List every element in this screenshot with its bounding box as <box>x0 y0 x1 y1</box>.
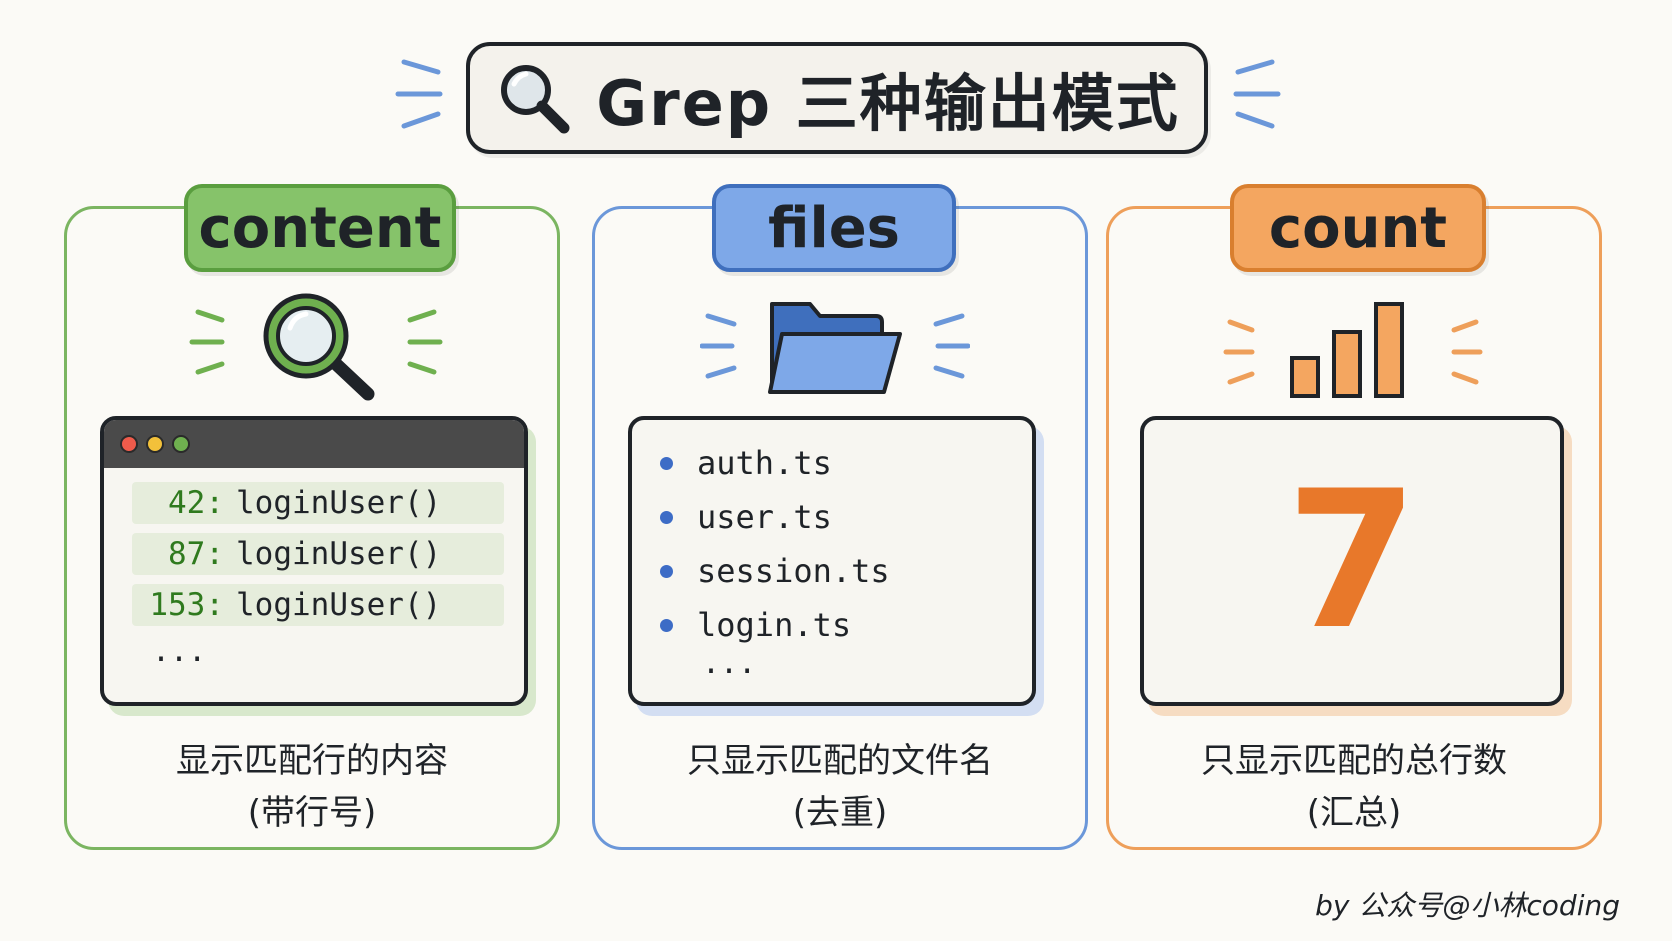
match-line: 153: loginUser() <box>132 584 504 626</box>
file-name: auth.ts <box>697 444 832 482</box>
count-desc-line2: (汇总) <box>1306 793 1402 833</box>
folder-icon <box>700 302 970 394</box>
page-title: Grep 三种输出模式 <box>596 67 1180 140</box>
bullet-icon <box>660 456 673 470</box>
magnifier-icon <box>501 65 570 134</box>
count-desc-line1: 只显示匹配的总行数 <box>1201 741 1507 781</box>
bullet-icon <box>660 510 673 524</box>
bullet-icon <box>660 618 673 632</box>
terminal-title-bar <box>104 420 524 468</box>
match-line: 42: loginUser() <box>132 482 504 524</box>
files-label: files <box>712 184 956 272</box>
file-item: auth.ts <box>660 444 832 482</box>
minimize-dot-icon <box>146 435 164 453</box>
content-description: 显示匹配行的内容 (带行号) <box>64 735 560 839</box>
close-dot-icon <box>120 435 138 453</box>
count-label: count <box>1230 184 1486 272</box>
line-number: 153: <box>149 587 224 623</box>
bullet-icon <box>660 564 673 578</box>
files-desc-line1: 只显示匹配的文件名 <box>687 741 993 781</box>
file-name: user.ts <box>697 498 832 536</box>
line-number: 42: <box>168 485 224 521</box>
line-code: loginUser() <box>236 587 442 623</box>
title-dashes-left <box>395 59 443 129</box>
count-description: 只显示匹配的总行数 (汇总) <box>1106 735 1602 839</box>
match-line: 87: loginUser() <box>132 533 504 575</box>
magnifier-icon <box>189 293 443 401</box>
count-number: 7 <box>1285 450 1419 671</box>
files-description: 只显示匹配的文件名 (去重) <box>592 735 1088 839</box>
line-code: loginUser() <box>236 485 442 521</box>
file-name: session.ts <box>697 552 890 590</box>
files-ellipsis: ... <box>702 646 757 681</box>
content-label: content <box>184 184 456 272</box>
file-item: session.ts <box>660 552 890 590</box>
content-desc-line1: 显示匹配行的内容 <box>176 741 448 781</box>
terminal-ellipsis: ... <box>152 634 207 669</box>
file-item: user.ts <box>660 498 832 536</box>
file-name: login.ts <box>697 606 852 644</box>
files-desc-line2: (去重) <box>792 793 888 833</box>
file-list: auth.ts user.ts session.ts login.ts ... <box>628 416 1036 706</box>
title-box: Grep 三种输出模式 <box>466 42 1208 154</box>
bar-chart-icon <box>1223 302 1483 398</box>
author-credit: by 公众号@小林coding <box>1315 889 1620 922</box>
file-item: login.ts <box>660 606 851 644</box>
line-number: 87: <box>168 536 224 572</box>
count-display: 7 <box>1140 416 1564 706</box>
content-desc-line2: (带行号) <box>247 793 377 833</box>
terminal-window: 42: loginUser() 87: loginUser() 153: log… <box>100 416 528 706</box>
line-code: loginUser() <box>236 536 442 572</box>
maximize-dot-icon <box>172 435 190 453</box>
title-dashes-right <box>1233 59 1281 129</box>
